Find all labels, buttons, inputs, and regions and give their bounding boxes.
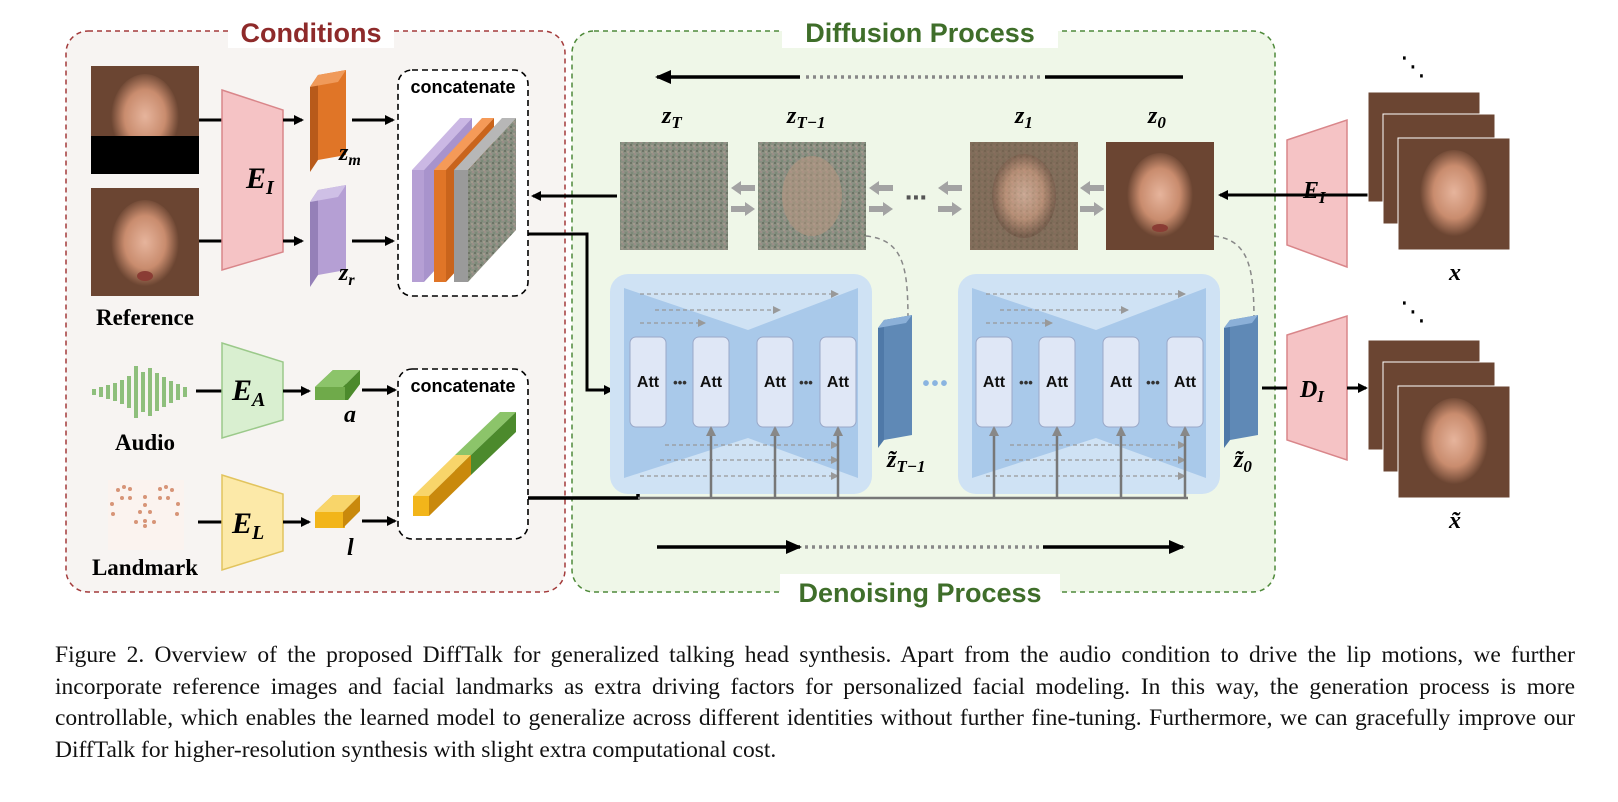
audio-encoder: EA — [221, 341, 284, 440]
latent-z0-image — [1106, 142, 1214, 250]
svg-text:zm: zm — [338, 140, 361, 169]
unet-ellipsis: ••• — [922, 373, 949, 395]
concat-box-bottom: concatenate — [397, 368, 529, 540]
x-label: x — [1448, 260, 1461, 286]
latent-zT-label: zT — [661, 103, 682, 132]
svg-text:⋱: ⋱ — [1400, 52, 1426, 82]
svg-text:Att: Att — [1110, 374, 1133, 391]
image-decoder: DI — [1286, 314, 1348, 462]
latent-slab-zT1: z̃T−1 — [878, 315, 926, 476]
latent-zT1-label: zT−1 — [786, 103, 826, 132]
svg-text:Att: Att — [983, 374, 1006, 391]
svg-text:•••: ••• — [1146, 375, 1160, 390]
landmark-label: Landmark — [92, 555, 198, 580]
svg-text:z̃T−1: z̃T−1 — [886, 447, 926, 476]
x-tilde-label: x̃ — [1448, 508, 1461, 534]
audio-waveform — [92, 366, 187, 418]
denoising-title: Denoising Process — [798, 578, 1041, 608]
feature-zm: zm — [310, 70, 361, 172]
svg-text:zr: zr — [338, 260, 355, 289]
svg-text:EL: EL — [231, 507, 264, 544]
unet-left: Att Att Att Att ••• ••• — [610, 274, 872, 494]
latent-zT1-image — [758, 142, 866, 250]
input-frames-x: ⋱ x — [1367, 52, 1511, 286]
difftalk-overview-diagram: Conditions Diffusion Process Denoising P… — [65, 18, 1511, 608]
unet-right: Att Att Att Att ••• ••• — [958, 274, 1220, 494]
concat-top-label: concatenate — [410, 77, 515, 97]
image-encoder-left: EI — [221, 88, 284, 272]
svg-text:z̃0: z̃0 — [1233, 447, 1252, 476]
svg-text:a: a — [344, 402, 356, 428]
svg-text:Att: Att — [1046, 374, 1069, 391]
landmark-encoder: EL — [221, 473, 284, 572]
svg-text:EI: EI — [1302, 178, 1327, 207]
concat-bottom-label: concatenate — [410, 376, 515, 396]
feature-a: a — [315, 370, 360, 428]
latent-z0-label: z0 — [1147, 103, 1166, 132]
audio-label: Audio — [115, 430, 175, 455]
condition-feed-lines — [638, 426, 1190, 500]
feature-l: l — [315, 495, 360, 561]
latent-ellipsis: ⋯ — [905, 185, 927, 210]
svg-text:Att: Att — [1174, 374, 1197, 391]
masked-face-image — [91, 66, 199, 174]
svg-text:⋱: ⋱ — [1400, 297, 1426, 327]
svg-text:•••: ••• — [673, 375, 687, 390]
svg-text:EA: EA — [231, 374, 265, 411]
output-frames-x-tilde: ⋱ x̃ — [1367, 297, 1511, 534]
reference-label: Reference — [96, 305, 194, 330]
landmark-image — [108, 480, 184, 550]
diffusion-title: Diffusion Process — [805, 18, 1035, 48]
svg-text:•••: ••• — [799, 375, 813, 390]
latent-z1-image — [970, 142, 1078, 250]
svg-text:•••: ••• — [1019, 375, 1033, 390]
svg-text:DI: DI — [1299, 377, 1325, 406]
svg-text:Att: Att — [637, 374, 660, 391]
svg-text:Att: Att — [827, 374, 850, 391]
latent-slab-z0: z̃0 — [1224, 315, 1258, 476]
svg-text:Att: Att — [764, 374, 787, 391]
latent-z1-label: z1 — [1014, 103, 1033, 132]
reference-face-image — [91, 188, 199, 296]
svg-text:l: l — [347, 535, 354, 561]
latent-zT-image — [620, 142, 728, 250]
figure-caption: Figure 2. Overview of the proposed DiffT… — [55, 642, 1575, 763]
svg-text:Att: Att — [700, 374, 723, 391]
conditions-title: Conditions — [241, 18, 382, 48]
svg-text:EI: EI — [245, 162, 275, 199]
concat-box-top: concatenate — [397, 69, 529, 297]
feature-zr: zr — [310, 185, 355, 289]
latent-transition-arrows — [731, 181, 1104, 216]
